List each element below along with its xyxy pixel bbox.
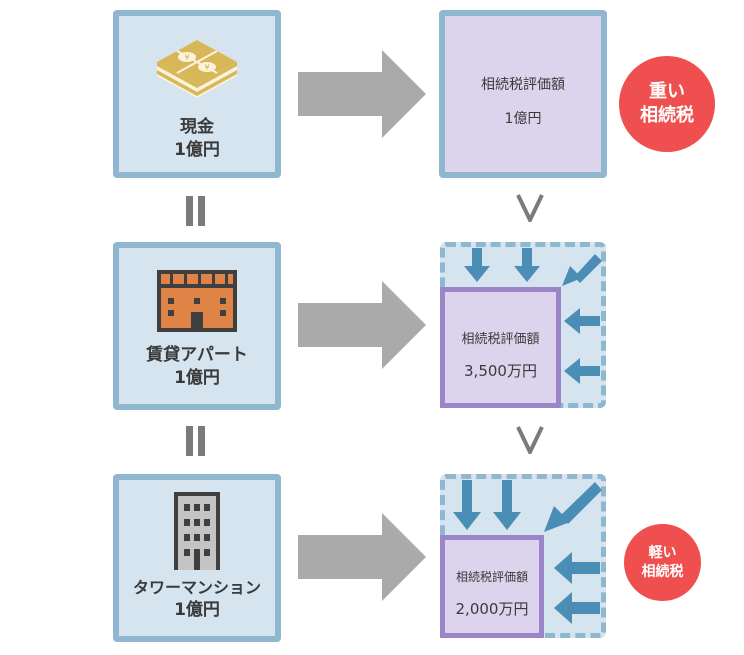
asset-name: 賃貸アパート [146, 345, 248, 365]
heavy-tax-badge: 重い 相続税 [619, 56, 715, 152]
valuation-box-tower-condo: 相続税評価額 2,000万円 [440, 535, 544, 638]
asset-box-tower-condo: タワーマンション 1億円 [113, 474, 281, 642]
left-arrow-icon [554, 552, 600, 584]
valuation-label: 相続税評価額 [461, 332, 540, 347]
badge-line2: 相続税 [640, 105, 694, 126]
diagonal-arrow-icon [562, 254, 602, 286]
valuation-value: 3,500万円 [464, 362, 537, 380]
flow-arrow-icon [298, 50, 426, 138]
money-stack-icon: ¥ ¥ [155, 38, 239, 104]
valuation-label: 相続税評価額 [481, 77, 565, 93]
svg-text:¥: ¥ [184, 53, 189, 62]
valuation-box-cash: 相続税評価額 1億円 [439, 10, 607, 178]
badge-line2: 相続税 [641, 563, 684, 580]
tower-condo-icon [174, 492, 220, 570]
valuation-value: 2,000万円 [455, 600, 529, 618]
badge-line1: 重い [649, 81, 685, 102]
left-arrow-icon [564, 308, 600, 334]
asset-box-cash: ¥ ¥ 現金 1億円 [113, 10, 281, 178]
left-arrow-icon [564, 358, 600, 384]
valuation-label: 相続税評価額 [455, 570, 528, 584]
valuation-value: 1億円 [504, 111, 542, 127]
shrink-arrows [440, 242, 606, 408]
apartment-building-icon [157, 270, 237, 332]
shrink-arrows [440, 474, 606, 638]
asset-value: 1億円 [174, 600, 220, 620]
asset-value: 1億円 [174, 140, 220, 160]
diagonal-arrow-icon [544, 482, 602, 532]
asset-box-apartment: 賃貸アパート 1億円 [113, 242, 281, 410]
flow-arrow-icon [298, 513, 426, 601]
flow-arrow-icon [298, 281, 426, 369]
svg-text:¥: ¥ [204, 63, 209, 72]
down-arrow-icon [453, 480, 481, 530]
equals-icon [180, 426, 210, 456]
badge-line1: 軽い [648, 544, 677, 561]
equals-icon [180, 196, 210, 226]
asset-name: 現金 [180, 117, 214, 137]
valuation-box-apartment: 相続税評価額 3,500万円 [440, 287, 561, 408]
down-arrow-icon [514, 248, 540, 282]
down-arrow-icon [464, 248, 490, 282]
left-arrow-icon [554, 592, 600, 624]
asset-value: 1億円 [174, 368, 220, 388]
light-tax-badge: 軽い 相続税 [624, 524, 701, 601]
greater-than-icon [515, 426, 545, 454]
down-arrow-icon [493, 480, 521, 530]
asset-name: タワーマンション [132, 578, 261, 597]
greater-than-icon [515, 194, 545, 222]
